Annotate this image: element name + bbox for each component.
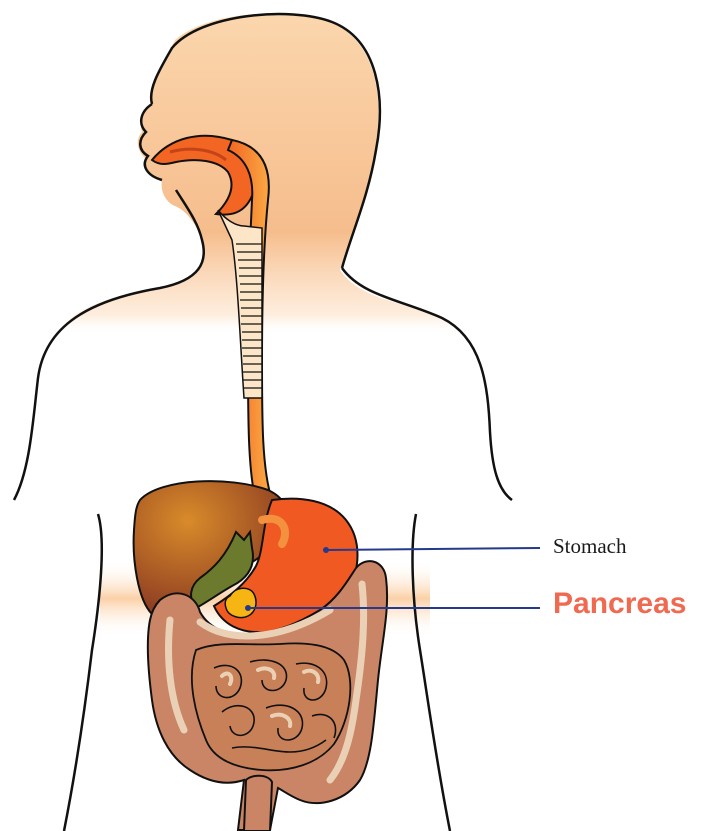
rectum (244, 776, 272, 831)
stomach-label: Stomach (553, 534, 627, 559)
stomach-leader-dot (323, 547, 329, 553)
torso-left-side (64, 514, 102, 831)
pancreas-leader-dot (245, 605, 251, 611)
pancreas-label: Pancreas (553, 587, 686, 621)
